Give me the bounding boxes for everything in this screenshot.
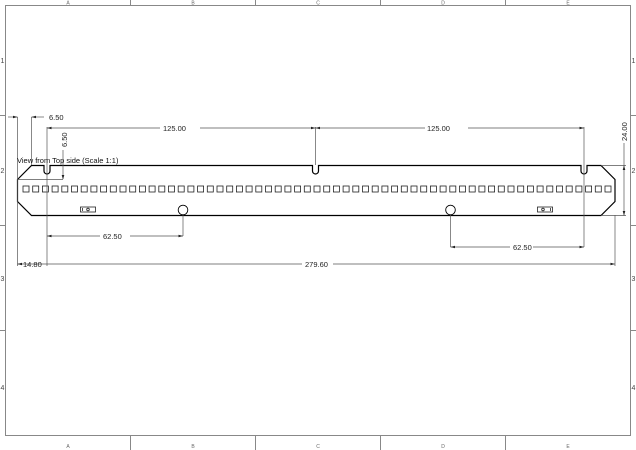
row-label-3-right: 3	[632, 276, 636, 283]
pad	[400, 185, 408, 193]
pad	[497, 185, 505, 193]
pad	[265, 185, 272, 193]
pad	[109, 185, 117, 193]
pad	[371, 185, 379, 193]
pad	[235, 185, 243, 193]
pad	[206, 185, 214, 193]
dimension-arrows	[13, 115, 626, 266]
pad	[313, 185, 321, 193]
dim-slot-spacing-left: 125.00	[163, 124, 186, 133]
dim-vertical-offset: 6.50	[60, 132, 69, 147]
pad	[303, 185, 311, 193]
pad	[274, 185, 282, 193]
col-label-a-top: A	[66, 1, 70, 7]
pad	[556, 185, 563, 193]
pad	[362, 185, 369, 193]
pad	[565, 185, 573, 193]
row-label-1-left: 1	[1, 58, 5, 65]
view-title: View from Top side (Scale 1:1)	[17, 156, 119, 165]
pad	[168, 185, 175, 193]
pad	[527, 185, 534, 193]
pad	[80, 185, 88, 193]
pad	[381, 185, 389, 193]
col-label-e-bottom: E	[566, 444, 570, 450]
pad	[536, 185, 544, 193]
part-outline	[16, 164, 616, 217]
pad	[216, 185, 224, 193]
pad	[294, 185, 302, 193]
dim-overall-length: 279.60	[305, 260, 328, 269]
pad	[32, 185, 40, 193]
pad	[158, 185, 166, 193]
col-label-c-bottom: C	[316, 444, 320, 450]
pad	[187, 185, 195, 193]
col-label-b-top: B	[191, 1, 195, 7]
pad	[488, 185, 496, 193]
pad	[449, 185, 457, 193]
pad	[439, 185, 447, 193]
pad	[22, 185, 30, 193]
pad	[507, 185, 515, 193]
pad	[138, 185, 146, 193]
pad	[119, 185, 127, 193]
col-label-c-top: C	[316, 1, 320, 7]
pad	[332, 185, 340, 193]
row-label-3-left: 3	[1, 276, 5, 283]
pad	[478, 185, 486, 193]
pad	[575, 185, 583, 193]
pad	[410, 185, 418, 193]
row-label-2-left: 2	[1, 168, 5, 175]
pad	[42, 185, 49, 193]
pad	[226, 185, 234, 193]
pad	[594, 185, 602, 193]
pad	[517, 185, 525, 193]
pad	[585, 185, 592, 193]
dim-slot-spacing-right: 125.00	[427, 124, 450, 133]
pad	[323, 185, 331, 193]
dim-hole-right: 62.50	[513, 243, 532, 252]
pad	[468, 185, 476, 193]
sheet-border	[5, 5, 631, 436]
pad	[90, 185, 98, 193]
pad	[342, 185, 350, 193]
pad	[61, 185, 69, 193]
pad	[177, 185, 185, 193]
pad	[51, 185, 59, 193]
pad	[129, 185, 137, 193]
pad	[197, 185, 205, 193]
dimension-lines	[8, 116, 626, 266]
row-label-4-right: 4	[632, 385, 636, 392]
mounting-hole-right	[445, 204, 456, 216]
dim-left-offset: 6.50	[49, 113, 64, 122]
pad	[546, 185, 554, 193]
col-label-a-bottom: A	[66, 444, 70, 450]
row-label-2-right: 2	[632, 168, 636, 175]
row-label-1-right: 1	[632, 58, 636, 65]
col-label-d-bottom: D	[441, 444, 445, 450]
dim-hole-left: 62.50	[103, 232, 122, 241]
pad	[245, 185, 253, 193]
left-connector-icon	[80, 206, 96, 213]
pad	[284, 185, 292, 193]
mounting-hole-left	[177, 204, 189, 216]
pad	[71, 185, 78, 193]
col-label-d-top: D	[441, 1, 445, 7]
col-label-e-top: E	[566, 1, 570, 7]
pad	[459, 185, 466, 193]
pad-row	[22, 185, 612, 193]
pad	[255, 185, 263, 193]
pad	[604, 185, 612, 193]
pad	[429, 185, 437, 193]
pad	[148, 185, 156, 193]
dim-height: 24.00	[620, 122, 629, 141]
right-connector-icon	[537, 206, 553, 213]
row-label-4-left: 4	[1, 385, 5, 392]
col-label-b-bottom: B	[191, 444, 195, 450]
pad	[420, 185, 428, 193]
pad	[352, 185, 360, 193]
pad	[391, 185, 399, 193]
pad	[100, 185, 107, 193]
dim-edge-offset: 14.80	[23, 260, 42, 269]
